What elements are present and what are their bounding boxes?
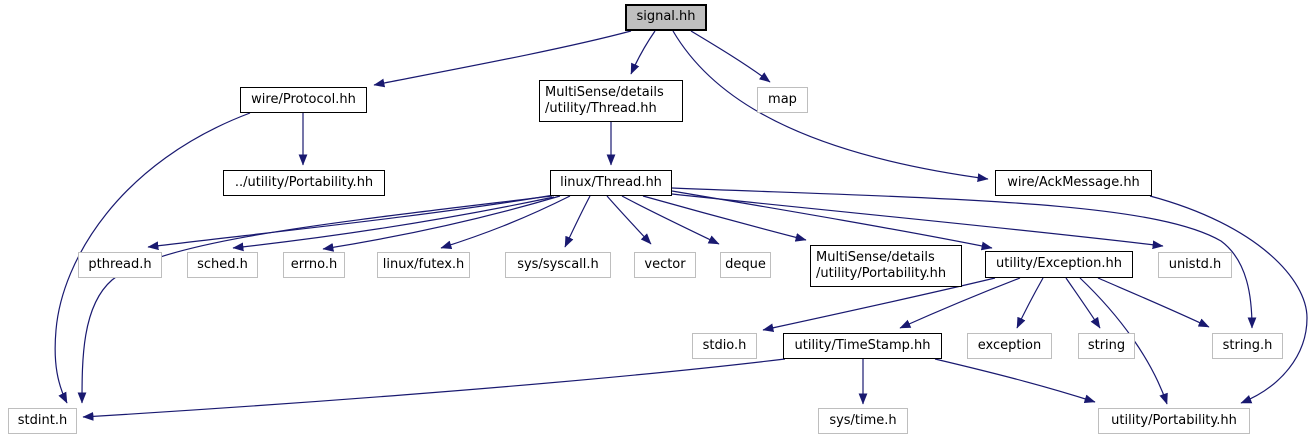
edge-linuxthread-to-futex: [440, 195, 571, 250]
node-label: stdio.h: [702, 337, 747, 353]
node-deque: deque: [720, 252, 771, 278]
edge-linuxthread-to-unistd: [671, 193, 1164, 250]
node-label: sys/time.h: [829, 412, 897, 428]
node-string: string: [1078, 333, 1135, 359]
edge-linuxthread-to-deque: [621, 195, 720, 245]
node-unistd: unistd.h: [1158, 252, 1232, 278]
edge-linuxthread-to-msportability: [642, 195, 807, 242]
edge-exception-hh-to-stdio: [762, 277, 996, 333]
node-label: stdint.h: [17, 412, 68, 428]
edge-timestamp-to-portability: [934, 358, 1096, 403]
node-timestamp[interactable]: utility/TimeStamp.hh: [783, 333, 942, 359]
edge-signal-to-msthread: [630, 30, 656, 75]
node-label: pthread.h: [88, 256, 152, 272]
node-label: exception: [977, 337, 1042, 353]
node-label: linux/futex.h: [382, 256, 465, 272]
edge-timestamp-to-stdint: [82, 358, 786, 421]
node-protocol[interactable]: wire/Protocol.hh: [240, 87, 367, 113]
node-label: map: [768, 91, 797, 107]
node-label: deque: [725, 256, 766, 272]
node-errno: errno.h: [283, 252, 345, 278]
node-pthread: pthread.h: [78, 252, 162, 278]
node-futex: linux/futex.h: [377, 252, 470, 278]
node-systime: sys/time.h: [818, 408, 908, 434]
edge-signal-to-ack: [672, 30, 989, 182]
edge-linuxthread-to-syscall: [564, 195, 591, 248]
node-linuxthread[interactable]: linux/Thread.hh: [550, 170, 672, 196]
node-msportability[interactable]: MultiSense/details /utility/Portability.…: [810, 245, 962, 287]
edge-exception-hh-to-exception: [1016, 277, 1044, 329]
node-label: utility/Exception.hh: [996, 256, 1122, 272]
edge-exception-hh-to-string: [1065, 277, 1101, 329]
edge-linuxthread-to-sched: [232, 196, 555, 252]
node-syscall: sys/syscall.h: [505, 252, 611, 278]
node-exception-hh[interactable]: utility/Exception.hh: [985, 251, 1133, 278]
node-label: signal.hh: [636, 9, 696, 25]
node-label: unistd.h: [1168, 256, 1222, 272]
node-label: errno.h: [290, 256, 338, 272]
node-stdio: stdio.h: [692, 333, 757, 359]
node-label: wire/Protocol.hh: [251, 91, 356, 107]
node-ack[interactable]: wire/AckMessage.hh: [995, 170, 1152, 196]
node-label: linux/Thread.hh: [560, 174, 662, 190]
edge-signal-to-map: [690, 30, 771, 83]
node-label: sched.h: [197, 256, 248, 272]
node-sched: sched.h: [187, 252, 258, 278]
node-label: string: [1087, 337, 1126, 353]
edge-exception-hh-to-timestamp: [899, 277, 1021, 329]
edge-protocol-to-stdint: [54, 112, 251, 404]
node-relportability[interactable]: ../utility/Portability.hh: [223, 170, 385, 196]
node-stdint: stdint.h: [8, 408, 77, 434]
edge-signal-to-protocol: [373, 30, 632, 88]
node-label: vector: [644, 256, 686, 272]
edge-exception-hh-to-string-h: [1097, 277, 1210, 328]
node-label: MultiSense/details /utility/Portability.…: [816, 249, 947, 281]
node-signal: signal.hh: [625, 4, 707, 31]
edge-linuxthread-to-pthread: [147, 193, 561, 251]
node-vector: vector: [634, 252, 696, 278]
node-string-h: string.h: [1212, 333, 1283, 359]
node-label: sys/syscall.h: [517, 256, 599, 272]
edge-ack-to-portability: [1149, 195, 1308, 404]
node-portability: utility/Portability.hh: [1098, 408, 1250, 434]
node-label: wire/AckMessage.hh: [1007, 174, 1140, 190]
node-label: utility/TimeStamp.hh: [794, 337, 931, 353]
node-label: MultiSense/details /utility/Thread.hh: [545, 84, 664, 116]
edge-linuxthread-to-vector: [606, 195, 652, 245]
node-label: string.h: [1222, 337, 1273, 353]
node-map: map: [757, 87, 808, 113]
node-msthread[interactable]: MultiSense/details /utility/Thread.hh: [539, 80, 683, 122]
node-exception: exception: [967, 333, 1052, 359]
node-label: ../utility/Portability.hh: [234, 174, 374, 190]
edge-linuxthread-to-errno: [322, 195, 561, 252]
edges-group: [54, 30, 1308, 421]
edge-linuxthread-to-string-h: [671, 187, 1257, 329]
node-label: utility/Portability.hh: [1111, 412, 1237, 428]
